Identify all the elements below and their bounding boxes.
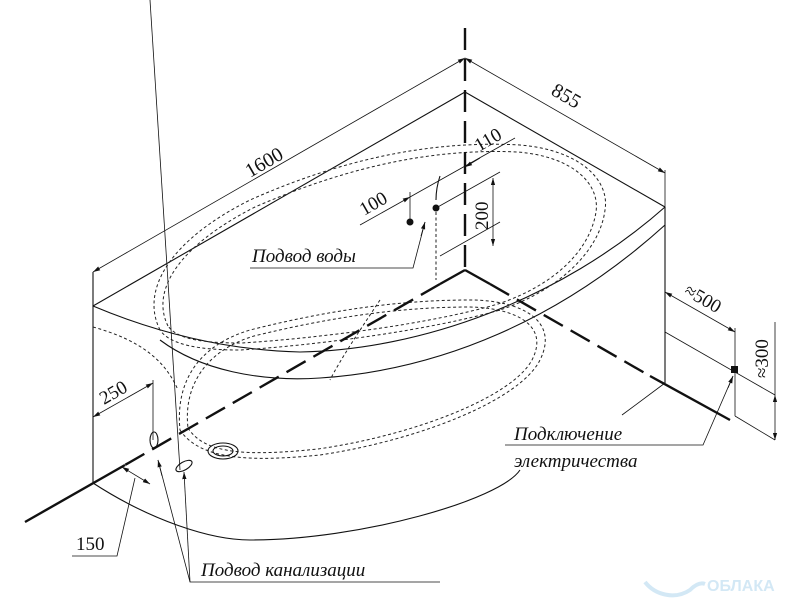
drain-label: Подвод канализации: [200, 560, 365, 581]
electric-height-value: ≈300: [752, 339, 773, 378]
drain-pipe-outlet: [175, 459, 193, 473]
drain-pipe-overflow: [149, 431, 159, 449]
electric-label-line2: электричества: [514, 451, 637, 472]
dimension-length-value: 1600: [242, 143, 288, 182]
hot-water-pipe: [432, 204, 440, 212]
water-height-value: 200: [472, 202, 493, 231]
electric-label-line1: Подключение: [513, 424, 622, 445]
water-supply-dimensions: 100 110 200 Подвод воды: [250, 124, 516, 280]
wave-icon: [643, 580, 706, 598]
basin-hidden-lines: [92, 143, 607, 459]
wall-axes: [24, 28, 731, 524]
drain-height-value: 250: [96, 377, 131, 409]
water-offset-a-value: 100: [356, 188, 391, 220]
drain-offset-value: 150: [76, 534, 105, 555]
water-supply-label: Подвод воды: [251, 246, 356, 267]
dimension-length: 1600: [92, 57, 466, 273]
drain-dimensions: 250 150 Подвод канализации: [72, 0, 440, 583]
bathtub-outline: [92, 91, 666, 541]
cold-water-pipe: [406, 218, 414, 226]
electric-connection-point: [731, 366, 738, 373]
electric-offset-value: ≈500: [681, 280, 725, 318]
watermark-logo: ОБЛАКА: [643, 578, 775, 598]
electric-dimensions: ≈500 ≈300 Подключение электричества: [505, 280, 778, 472]
drain-hole: [207, 442, 239, 460]
watermark-text: ОБЛАКА: [707, 578, 775, 595]
